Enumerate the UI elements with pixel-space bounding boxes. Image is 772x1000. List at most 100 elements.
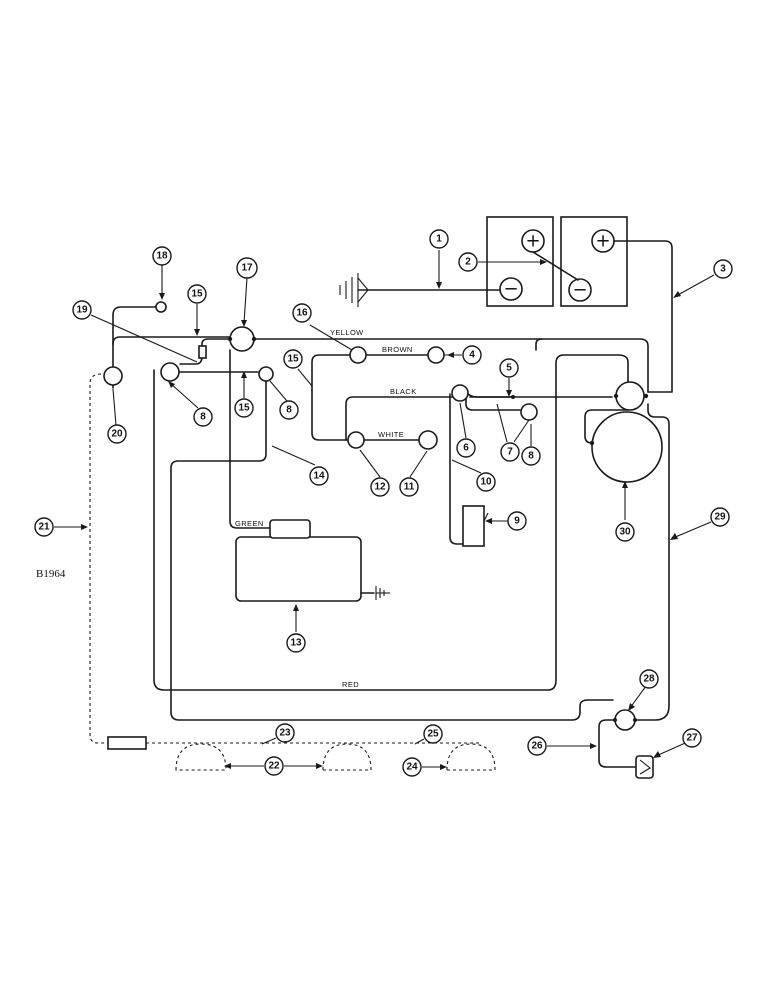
wire-red-outer (153, 354, 629, 691)
battery-pack: + − + − (486, 216, 628, 307)
svg-text:23: 23 (279, 728, 291, 739)
component-12 (347, 431, 365, 449)
wire-label-red: RED (342, 680, 359, 689)
engine-sender (269, 519, 311, 539)
callout-27: 27 (682, 728, 702, 748)
svg-text:7: 7 (507, 447, 513, 458)
wire-to-18 (112, 306, 157, 345)
wire-label-green: GREEN (235, 519, 264, 528)
svg-text:8: 8 (528, 451, 534, 462)
battery-jumper-cable (532, 251, 579, 281)
component-18 (155, 301, 167, 313)
callout-22: 22 (264, 756, 284, 776)
wire-black (345, 396, 453, 441)
svg-text:14: 14 (313, 471, 325, 482)
callout-15-bottom: 15 (234, 398, 254, 418)
leader-lines (54, 250, 715, 770)
callout-8-left: 8 (193, 407, 213, 427)
svg-text:21: 21 (38, 522, 50, 533)
svg-text:17: 17 (241, 263, 253, 274)
wire-label-black: BLACK (390, 387, 417, 396)
component-8-left (160, 362, 180, 382)
wire-starter-alternator (584, 407, 629, 444)
svg-text:22: 22 (268, 761, 280, 772)
svg-text:1: 1 (436, 234, 442, 245)
starter-motor (615, 381, 645, 411)
callout-20: 20 (107, 424, 127, 444)
component-16 (349, 346, 367, 364)
callout-24: 24 (402, 757, 422, 777)
callout-2: 2 (458, 252, 478, 272)
callout-28: 28 (639, 669, 659, 689)
wire-stub-2 (535, 338, 543, 351)
callout-19: 19 (72, 300, 92, 320)
wire-to-9 (449, 393, 465, 545)
callout-9: 9 (507, 511, 527, 531)
svg-text:6: 6 (463, 443, 469, 454)
callout-30: 30 (615, 522, 635, 542)
callout-23: 23 (275, 723, 295, 743)
svg-text:28: 28 (643, 674, 655, 685)
svg-text:9: 9 (514, 516, 520, 527)
callout-14: 14 (309, 466, 329, 486)
svg-text:10: 10 (480, 477, 492, 488)
svg-text:8: 8 (286, 405, 292, 416)
callout-25: 25 (423, 724, 443, 744)
lamp-connector (107, 736, 147, 750)
lamp-22-right (322, 743, 372, 771)
battery-right-negative-terminal (568, 278, 592, 302)
wire-green (229, 349, 271, 529)
callout-4: 4 (462, 345, 482, 365)
wire-15-loop (311, 354, 353, 391)
callout-15-mid: 15 (283, 349, 303, 369)
component-28 (614, 709, 636, 731)
engine-ground-symbol (375, 586, 390, 600)
wire-to-8-right (465, 396, 521, 411)
svg-text:13: 13 (290, 638, 302, 649)
component-17 (229, 326, 255, 352)
callout-7: 7 (500, 442, 520, 462)
callout-17: 17 (236, 257, 258, 279)
wire-29 (636, 403, 670, 721)
lamp-22-left (175, 743, 227, 771)
battery-left-negative-terminal (499, 277, 523, 301)
callout-1: 1 (429, 229, 449, 249)
svg-text:25: 25 (427, 729, 439, 740)
callout-8-right: 8 (521, 446, 541, 466)
svg-text:11: 11 (404, 482, 415, 493)
svg-text:20: 20 (111, 429, 123, 440)
svg-text:15: 15 (238, 403, 250, 414)
alternator (591, 411, 663, 483)
minus-symbol: − (503, 279, 518, 300)
callout-11: 11 (399, 477, 419, 497)
svg-text:4: 4 (469, 350, 475, 361)
callout-15-top: 15 (187, 284, 207, 304)
svg-text:19: 19 (76, 305, 88, 316)
lamp-24 (446, 743, 496, 771)
fuse-link-19 (198, 345, 207, 359)
svg-text:5: 5 (506, 363, 512, 374)
svg-text:8: 8 (200, 412, 206, 423)
svg-text:2: 2 (465, 257, 471, 268)
svg-text:30: 30 (619, 527, 631, 538)
component-9 (462, 505, 485, 547)
svg-text:26: 26 (531, 741, 543, 752)
svg-text:29: 29 (714, 512, 726, 523)
callout-18: 18 (152, 246, 172, 266)
svg-text:12: 12 (374, 482, 386, 493)
component-11 (418, 430, 438, 450)
wire-yellow (253, 338, 649, 393)
minus-symbol: − (572, 280, 587, 301)
callout-8-center: 8 (279, 400, 299, 420)
wire-to-12 (311, 389, 351, 441)
plus-symbol: + (595, 231, 610, 252)
callout-29: 29 (710, 507, 730, 527)
solenoid-27 (635, 755, 654, 779)
callout-6: 6 (456, 438, 476, 458)
dashed-wire-21 (89, 373, 108, 744)
callout-16: 16 (292, 303, 312, 323)
callout-26: 26 (527, 736, 547, 756)
callout-13: 13 (286, 633, 306, 653)
